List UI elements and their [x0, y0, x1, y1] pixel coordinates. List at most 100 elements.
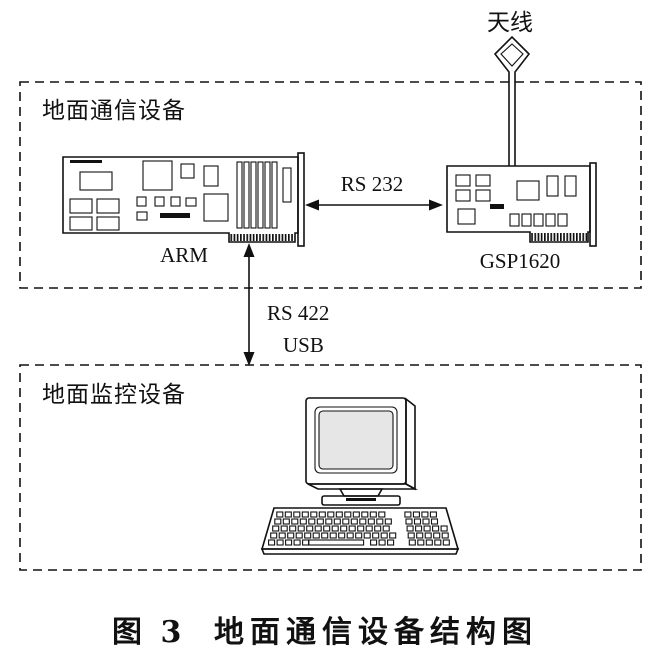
arm-board-icon: [62, 152, 305, 247]
keyboard-key: [310, 511, 318, 518]
memory-slot: [264, 161, 271, 229]
chip: [546, 175, 559, 197]
keyboard-key: [369, 511, 377, 518]
chip: [69, 198, 93, 214]
memory-slot: [243, 161, 250, 229]
arrow-head-up: [243, 243, 255, 257]
link-rs232-arrow: [305, 199, 443, 211]
keyboard-key: [374, 525, 382, 532]
node-label-arm: ARM: [160, 243, 208, 267]
mounting-bracket: [589, 162, 597, 247]
keyboard-key: [352, 511, 360, 518]
keyboard-key: [372, 532, 380, 539]
keyboard-key: [408, 539, 416, 546]
antenna-outline: [493, 35, 531, 166]
keyboard-key: [350, 518, 358, 525]
stand-base: [321, 495, 401, 506]
chip: [455, 174, 471, 187]
keyboard-key: [335, 511, 343, 518]
chip: [160, 213, 190, 218]
keyboard-key: [276, 511, 284, 518]
keyboard: [260, 507, 460, 555]
keyboard-key: [433, 532, 441, 539]
keyboard-key: [378, 539, 386, 546]
keyboard-key: [316, 518, 324, 525]
keyboard-key: [432, 525, 440, 532]
keyboard-front-edge: [260, 548, 460, 555]
label-strip: [70, 160, 102, 163]
keyboard-key: [367, 518, 375, 525]
keyboard-key: [376, 518, 384, 525]
chip: [69, 216, 93, 231]
keyboard-key: [405, 518, 413, 525]
link-rs422-usb-arrow: [243, 243, 255, 366]
keyboard-key: [355, 532, 363, 539]
chip: [203, 193, 229, 222]
keyboard-key: [382, 525, 390, 532]
memory-slot: [236, 161, 243, 229]
keyboard-key: [357, 525, 365, 532]
monitor-side: [405, 397, 416, 491]
antenna-inner: [500, 43, 524, 67]
antenna-label: 天线: [487, 10, 533, 36]
figure-title: 地面通信设备结构图: [214, 615, 538, 650]
keyboard-key: [293, 539, 301, 546]
chip: [509, 213, 520, 227]
monitor-bezel: [314, 406, 398, 474]
chip: [154, 196, 165, 207]
chip: [282, 167, 292, 203]
keyboard-key: [429, 511, 437, 518]
memory-slot: [250, 161, 257, 229]
keyboard-key: [416, 532, 424, 539]
node-label-gsp: GSP1620: [480, 249, 561, 273]
chip: [170, 196, 181, 207]
keyboard-key: [308, 539, 365, 546]
gsp-board-icon: [446, 162, 597, 247]
antenna-icon: [493, 35, 531, 166]
keyboard-key: [425, 539, 433, 546]
keyboard-key: [346, 532, 354, 539]
keyboard-key: [291, 518, 299, 525]
keyboard-key: [321, 532, 329, 539]
keyboard-key: [340, 525, 348, 532]
keyboard-key: [282, 518, 290, 525]
keyboard-key: [268, 539, 276, 546]
keyboard-key: [308, 518, 316, 525]
keyboard-key: [333, 518, 341, 525]
figure-number: 图 3: [112, 615, 185, 650]
keyboard-key: [306, 525, 314, 532]
keyboard-key: [272, 525, 280, 532]
memory-slot: [271, 161, 278, 229]
keyboard-key: [338, 532, 346, 539]
keyboard-key: [301, 511, 309, 518]
keyboard-key: [280, 525, 288, 532]
keyboard-key: [297, 525, 305, 532]
keyboard-key: [422, 518, 430, 525]
keyboard-key: [370, 539, 378, 546]
keyboard-key: [327, 511, 335, 518]
keyboard-key: [329, 532, 337, 539]
keyboard-key: [287, 532, 295, 539]
computer-icon: [260, 397, 460, 555]
keyboard-key: [331, 525, 339, 532]
chip: [136, 211, 148, 221]
monitor-stand: [321, 488, 401, 506]
keyboard-key: [359, 518, 367, 525]
keyboard-key: [318, 511, 326, 518]
chip: [564, 175, 577, 197]
keyboard-key: [302, 539, 310, 546]
keyboard-key: [304, 532, 312, 539]
keyboard-key: [344, 511, 352, 518]
keyboard-key: [387, 539, 395, 546]
keyboard-key: [380, 532, 388, 539]
link-label-rs232: RS 232: [341, 172, 403, 196]
monitor-screen: [318, 410, 394, 470]
chip: [533, 213, 544, 227]
keyboard-key: [314, 525, 322, 532]
group-box-monitor: [19, 364, 642, 571]
chip: [475, 174, 491, 187]
chip: [475, 189, 491, 202]
chip: [203, 165, 219, 187]
keyboard-key: [406, 525, 414, 532]
